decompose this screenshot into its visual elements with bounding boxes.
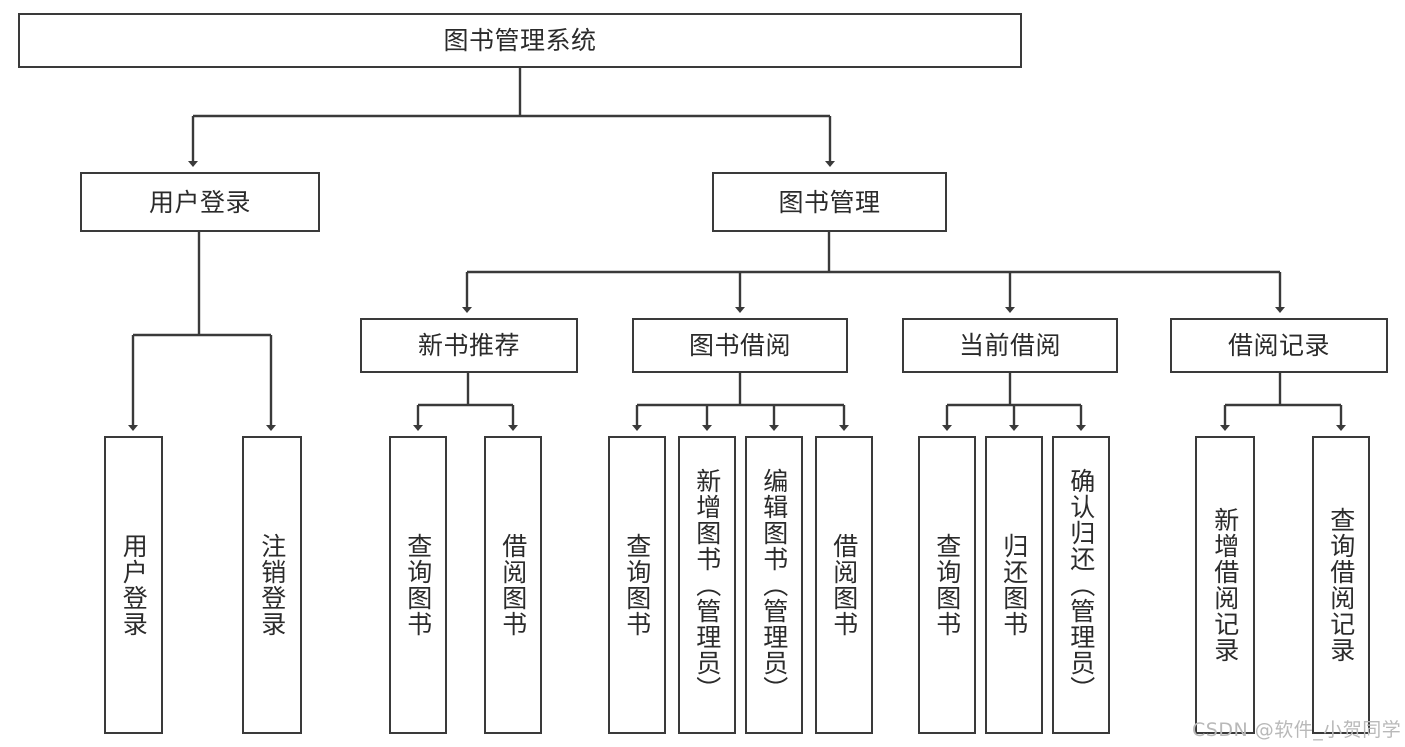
csdn-watermark: CSDN @软件_小贺同学	[1192, 719, 1402, 741]
node-leaf-edit-book-label: 编辑图书（管理员）	[759, 468, 789, 702]
node-leaf-query-book-2-label: 查询图书	[622, 533, 652, 637]
node-book-borrow[interactable]: 图书借阅	[632, 318, 848, 373]
node-book-manage-label: 图书管理	[778, 187, 881, 217]
node-root[interactable]: 图书管理系统	[18, 13, 1022, 68]
node-leaf-query-book-1[interactable]: 查询图书	[389, 436, 447, 734]
node-leaf-add-book-label: 新增图书（管理员）	[692, 468, 722, 702]
node-leaf-confirm-return-label: 确认归还（管理员）	[1066, 468, 1096, 702]
node-new-book-rec[interactable]: 新书推荐	[360, 318, 578, 373]
node-current-borrow[interactable]: 当前借阅	[902, 318, 1118, 373]
node-leaf-query-book-2[interactable]: 查询图书	[608, 436, 666, 734]
node-user-login[interactable]: 用户登录	[80, 172, 320, 232]
node-leaf-add-record[interactable]: 新增借阅记录	[1195, 436, 1255, 734]
node-leaf-user-login-label: 用户登录	[119, 533, 149, 637]
node-leaf-logout[interactable]: 注销登录	[242, 436, 302, 734]
node-root-label: 图书管理系统	[443, 26, 597, 55]
node-leaf-query-book-1-label: 查询图书	[403, 533, 433, 637]
node-leaf-query-book-3-label: 查询图书	[932, 533, 962, 637]
node-leaf-borrow-book-1[interactable]: 借阅图书	[484, 436, 542, 734]
node-leaf-logout-label: 注销登录	[257, 533, 287, 637]
node-leaf-confirm-return[interactable]: 确认归还（管理员）	[1052, 436, 1110, 734]
node-leaf-return-book[interactable]: 归还图书	[985, 436, 1043, 734]
node-new-book-rec-label: 新书推荐	[417, 331, 520, 360]
node-book-borrow-label: 图书借阅	[688, 331, 791, 360]
node-leaf-edit-book[interactable]: 编辑图书（管理员）	[745, 436, 803, 734]
node-leaf-add-record-label: 新增借阅记录	[1210, 507, 1240, 663]
node-leaf-user-login[interactable]: 用户登录	[104, 436, 163, 734]
node-leaf-add-book[interactable]: 新增图书（管理员）	[678, 436, 736, 734]
node-leaf-query-record-label: 查询借阅记录	[1326, 507, 1356, 663]
node-borrow-record-label: 借阅记录	[1227, 331, 1330, 360]
node-leaf-query-book-3[interactable]: 查询图书	[918, 436, 976, 734]
node-current-borrow-label: 当前借阅	[958, 331, 1061, 360]
node-borrow-record[interactable]: 借阅记录	[1170, 318, 1388, 373]
node-leaf-borrow-book-1-label: 借阅图书	[498, 533, 528, 637]
node-book-manage[interactable]: 图书管理	[712, 172, 947, 232]
node-leaf-borrow-book-2-label: 借阅图书	[829, 533, 859, 637]
node-leaf-borrow-book-2[interactable]: 借阅图书	[815, 436, 873, 734]
node-user-login-label: 用户登录	[148, 187, 251, 217]
node-leaf-query-record[interactable]: 查询借阅记录	[1312, 436, 1370, 734]
node-leaf-return-book-label: 归还图书	[999, 533, 1029, 637]
